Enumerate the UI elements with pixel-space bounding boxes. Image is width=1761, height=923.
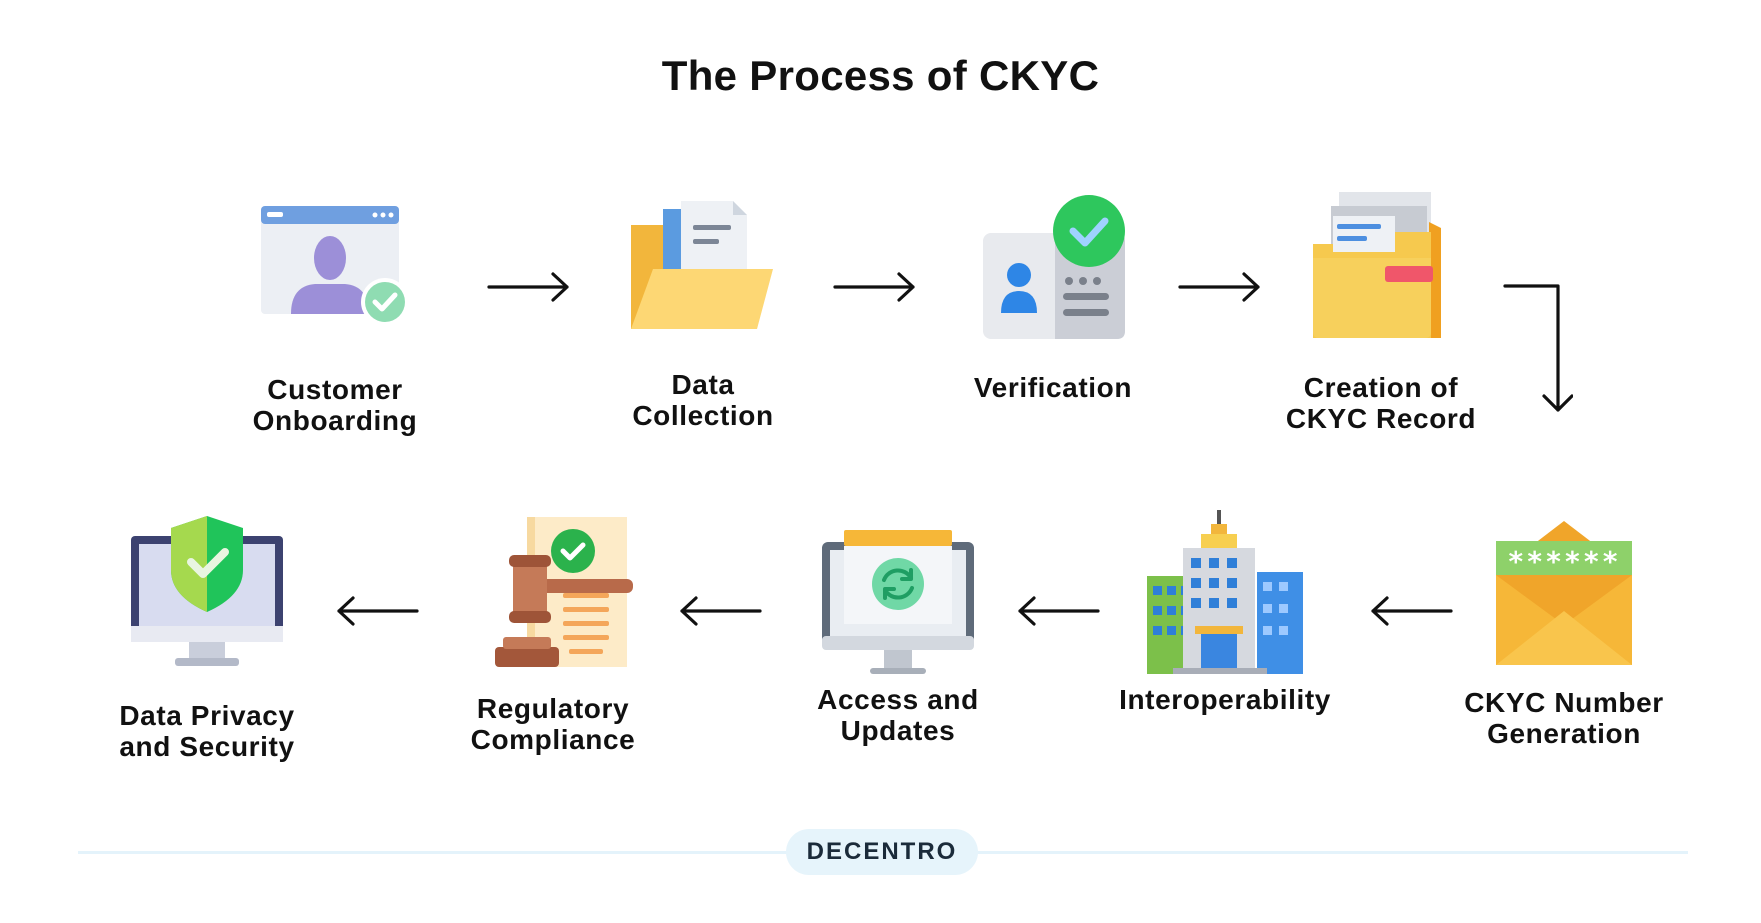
arrow-left-icon	[337, 596, 419, 626]
step-data-collection: Data Collection	[573, 195, 833, 431]
step-access-and-updates: Access and Updates	[768, 528, 1028, 746]
step-label-line: Collection	[632, 400, 774, 431]
step-label-line: Compliance	[470, 724, 636, 755]
arrow-left-icon	[680, 596, 762, 626]
gavel-document-icon	[495, 517, 633, 667]
step-label-line: and Security	[119, 731, 295, 762]
arrow-down-icon	[1503, 284, 1573, 412]
profile-window-icon	[261, 206, 409, 326]
step-label-line: Verification	[973, 372, 1133, 403]
buildings-icon	[1147, 510, 1303, 674]
step-label-line: Data Privacy	[119, 700, 295, 731]
step-label-line: Creation of	[1303, 372, 1459, 403]
diagram-title: The Process of CKYC	[661, 52, 1100, 99]
arrow-left-icon	[1018, 596, 1100, 626]
id-card-check-icon	[983, 195, 1125, 339]
step-label-line: Access and	[817, 684, 979, 715]
brand-logo: DECENTRO	[786, 829, 978, 875]
arrow-left-icon	[1371, 596, 1453, 626]
step-label-line: CKYC Number	[1464, 687, 1664, 718]
step-label-line: Onboarding	[252, 405, 418, 436]
step-ckyc-number-generation: ****** CKYC Number Generation	[1434, 515, 1694, 749]
monitor-shield-icon	[131, 516, 283, 666]
step-creation-of-ckyc-record: Creation of CKYC Record	[1251, 188, 1511, 434]
arrow-right-icon	[487, 272, 569, 302]
password-mask-text: ******	[1507, 545, 1620, 578]
step-customer-onboarding: Customer Onboarding	[205, 200, 465, 436]
arrow-right-icon	[1178, 272, 1260, 302]
step-interoperability: Interoperability	[1095, 510, 1355, 715]
step-data-privacy-and-security: Data Privacy and Security	[77, 514, 337, 762]
step-label-line: Interoperability	[1119, 684, 1331, 715]
step-label-line: Updates	[840, 715, 956, 746]
step-label-line: CKYC Record	[1285, 403, 1477, 434]
arrow-right-icon	[833, 272, 915, 302]
envelope-password-icon: ******	[1496, 521, 1632, 665]
step-label-line: Customer	[267, 374, 403, 405]
step-label-line: Regulatory	[476, 693, 630, 724]
folder-documents-icon	[631, 201, 773, 329]
step-label-line: Data	[671, 369, 735, 400]
step-regulatory-compliance: Regulatory Compliance	[423, 515, 683, 755]
record-folder-icon	[1313, 192, 1441, 338]
monitor-sync-icon	[822, 530, 974, 674]
step-label-line: Generation	[1487, 718, 1641, 749]
step-verification: Verification	[923, 195, 1183, 403]
